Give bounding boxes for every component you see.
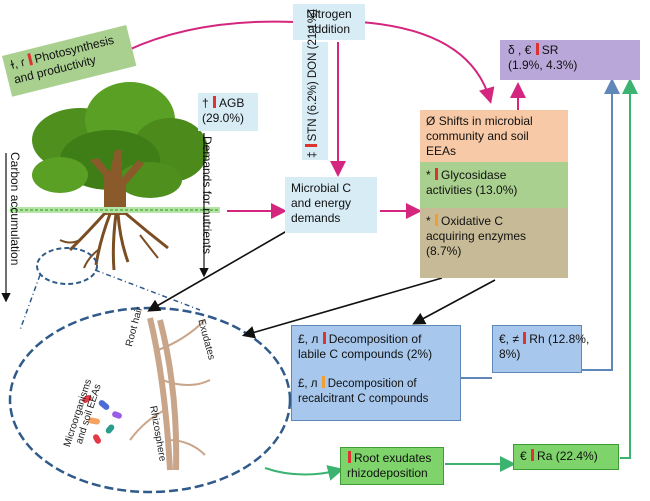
nitrogen-line1: Nitrogen	[306, 7, 352, 21]
stn-don-text: ‡ STN (6.2%) DON (21.1%)	[305, 9, 319, 158]
root-exudates-box: Root exudates rhizodeposition	[340, 447, 444, 485]
recalcitrant-prefix: £, л	[298, 378, 318, 390]
increase-arrow-icon	[435, 168, 439, 180]
sr-values: (1.9%, 4.3%)	[508, 58, 578, 72]
glycosidase-box: * Glycosidase activities (13.0%)	[420, 162, 568, 208]
microbial-demands-box: Microbial C and energy demands	[285, 177, 377, 233]
labile-line2: labile C compounds (2%)	[298, 347, 433, 361]
root-exudates-line2: rhizodeposition	[347, 466, 428, 480]
rh-box: €, ≠ Rh (12.8%, 8%)	[492, 325, 589, 373]
ra-box: € Ra (22.4%)	[513, 444, 619, 470]
increase-arrow-icon	[27, 53, 33, 66]
rh-prefix: €, ≠	[499, 332, 519, 346]
increase-arrow-icon	[322, 332, 326, 344]
shifts-prefix: Ø	[426, 114, 436, 128]
root-exudates-line1: Root exudates	[354, 451, 432, 465]
glycosidase-line1: Glycosidase	[441, 168, 507, 182]
shifts-line1: Shifts in microbial	[438, 114, 533, 128]
oxidative-prefix: *	[426, 214, 431, 228]
tree-illustration	[32, 82, 208, 271]
oxidative-line2: acquiring enzymes	[426, 229, 527, 243]
increase-arrow-icon	[305, 144, 317, 148]
stn-don-values: STN (6.2%) DON (21.1%)	[307, 9, 319, 142]
stn-don-prefix: ‡	[307, 151, 319, 158]
recalcitrant-line1: Decomposition of	[327, 378, 417, 390]
rhizosphere-ellipse	[8, 306, 292, 494]
carbon-accumulation: Carbon accumulation	[8, 152, 22, 266]
agb-prefix: †	[202, 96, 209, 110]
shifts-line2: community and soil	[426, 129, 529, 143]
recalcitrant-line2: recalcitrant C compounds	[298, 393, 429, 405]
oxidative-box: * Oxidative C acquiring enzymes (8.7%)	[420, 208, 568, 278]
sr-label: SR	[541, 43, 559, 57]
sr-prefix: δ , €	[508, 43, 532, 57]
microbial-line1: Microbial C	[291, 181, 352, 195]
microbial-line3: demands	[291, 211, 341, 225]
rh-line2: 8%)	[499, 347, 521, 361]
oxidative-line1: Oxidative C	[441, 214, 504, 228]
increase-arrow-icon	[213, 96, 217, 108]
stn-don-box	[302, 42, 328, 160]
ra-prefix: €	[520, 449, 527, 463]
agb-box: † AGB (29.0%)	[198, 93, 258, 131]
shifts-line3: EEAs	[426, 144, 457, 158]
root-zoom-circle	[36, 247, 98, 285]
agb-value: (29.0%)	[202, 111, 245, 125]
increase-arrow-icon	[435, 214, 439, 226]
demands-for-nutrients: Demands for nutrients	[200, 136, 214, 255]
increase-arrow-icon	[321, 376, 325, 388]
nitrogen-addition-box: Nitrogen addition	[293, 4, 365, 40]
sr-box: δ , € SR (1.9%, 4.3%)	[500, 40, 640, 80]
glycosidase-line2: activities (13.0%)	[426, 183, 518, 197]
oxidative-line3: (8.7%)	[426, 244, 462, 258]
increase-arrow-icon	[531, 449, 535, 461]
microbial-line2: and energy	[291, 196, 352, 210]
rh-label: Rh (12.8%,	[529, 332, 590, 346]
increase-arrow-icon	[535, 43, 539, 55]
glycosidase-prefix: *	[426, 168, 431, 182]
increase-arrow-icon	[523, 332, 527, 344]
labile-line1: Decomposition of	[328, 332, 422, 346]
decomposition-box: £, л Decomposition of labile C compounds…	[291, 325, 461, 421]
shifts-box: Ø Shifts in microbial community and soil…	[420, 110, 568, 162]
increase-arrow-icon	[348, 451, 351, 463]
nitrogen-line2: addition	[307, 22, 351, 36]
ra-label: Ra (22.4%)	[537, 449, 598, 463]
agb-label: AGB	[219, 96, 245, 110]
labile-prefix: £, л	[298, 332, 319, 346]
